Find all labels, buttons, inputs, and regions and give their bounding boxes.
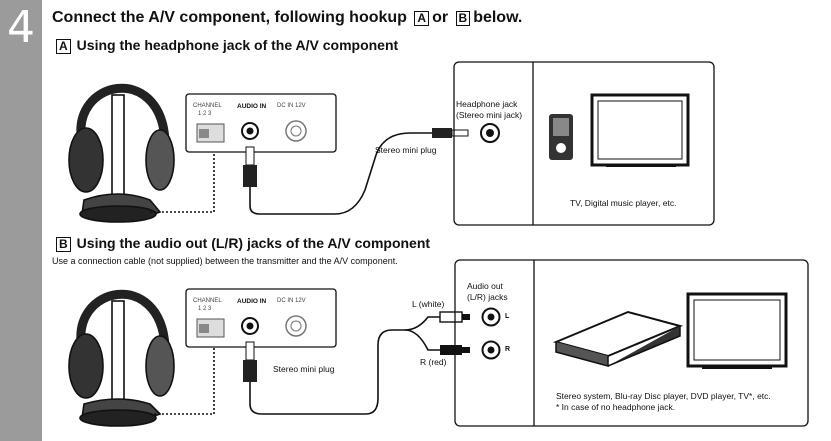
mini-plug-b-icon xyxy=(243,360,257,382)
dc-in-label-b: DC IN 12V xyxy=(277,298,306,304)
music-player-wheel-icon xyxy=(556,143,566,153)
dotted-link xyxy=(150,150,215,213)
rca-plug-l-icon xyxy=(439,311,463,323)
section-a-badge: A xyxy=(56,39,71,54)
device-caption-a: TV, Digital music player, etc. xyxy=(570,198,677,208)
jack-l-label: L xyxy=(505,313,510,320)
bluray-front-icon xyxy=(555,342,609,367)
dc-in-jack-a-icon xyxy=(285,120,307,142)
audio-in-jack-b-core-icon xyxy=(246,322,254,330)
section-b-note: Use a connection cable (not supplied) be… xyxy=(52,256,398,266)
device-caption-b2: * In case of no headphone jack. xyxy=(556,402,676,412)
channel-nums-b: 1 2 3 xyxy=(198,306,212,312)
section-b-badge: B xyxy=(56,237,71,252)
tv-b-screen-icon xyxy=(693,299,781,361)
switch-knob-a-icon xyxy=(199,129,209,138)
audio-in-label-b: AUDIO IN xyxy=(237,298,267,305)
rca-plug-r-icon xyxy=(440,345,462,355)
audio-out-l-core-icon xyxy=(487,313,495,321)
dotted-link-b xyxy=(150,342,215,415)
music-player-screen-icon xyxy=(553,118,569,136)
device-panel-b xyxy=(454,259,809,427)
mini-plug-a-icon xyxy=(243,165,257,187)
title-text: Connect the A/V component, following hoo… xyxy=(52,9,407,26)
rca-plug-l-tip-icon xyxy=(462,314,470,320)
audio-out-r-core-icon xyxy=(487,346,495,354)
headphone-stand-icon xyxy=(68,83,175,223)
cable-b-l xyxy=(404,316,440,331)
plug-label-b: Stereo mini plug xyxy=(273,364,335,374)
title-suffix: below. xyxy=(473,9,523,26)
dc-in-jack-b-icon xyxy=(285,315,307,337)
mini-plug-b-tip-icon xyxy=(245,341,255,361)
device-caption-b1: Stereo system, Blu-ray Disc player, DVD … xyxy=(556,391,771,401)
mini-plug-a2-tip-icon xyxy=(451,129,469,137)
audio-in-label-a: AUDIO IN xyxy=(237,103,267,110)
headphone-jack-label: Headphone jack xyxy=(456,99,518,109)
section-a-heading: A Using the headphone jack of the A/V com… xyxy=(56,37,398,54)
cable-a xyxy=(249,132,432,215)
headphone-jack-core-icon xyxy=(486,129,494,137)
step-title: Connect the A/V component, following hoo… xyxy=(52,9,522,27)
dc-in-label-a: DC IN 12V xyxy=(277,103,306,109)
dc-in-jack-b-ring-icon xyxy=(290,320,302,332)
device-panel-a xyxy=(453,61,715,226)
audio-out-label: Audio out xyxy=(467,281,503,291)
channel-label-a: CHANNEL xyxy=(193,103,222,109)
l-white-label: L (white) xyxy=(412,299,445,309)
step-bar: 4 xyxy=(0,0,42,441)
rca-plug-r-tip-icon xyxy=(462,347,470,353)
jack-r-label: R xyxy=(505,346,511,353)
audio-out-sub: (L/R) jacks xyxy=(467,292,508,302)
section-a-title: Using the headphone jack of the A/V comp… xyxy=(76,37,399,53)
title-badge-b: B xyxy=(455,11,471,26)
r-red-label: R (red) xyxy=(420,357,447,367)
bluray-side-icon xyxy=(607,326,681,367)
title-badge-a: A xyxy=(414,11,430,26)
mini-plug-a2-icon xyxy=(432,128,452,138)
tv-screen-icon xyxy=(597,100,683,160)
audio-in-jack-a-core-icon xyxy=(246,127,254,135)
switch-knob-b-icon xyxy=(199,324,209,333)
cable-b xyxy=(249,329,405,415)
channel-nums-a: 1 2 3 xyxy=(198,111,212,117)
channel-label-b: CHANNEL xyxy=(193,298,222,304)
plug-label-a: Stereo mini plug xyxy=(375,145,437,155)
headphone-stand-b-icon xyxy=(68,289,175,427)
section-b-title: Using the audio out (L/R) jacks of the A… xyxy=(76,235,431,251)
section-b-heading: B Using the audio out (L/R) jacks of the … xyxy=(56,235,430,252)
dc-in-jack-a-ring-icon xyxy=(290,125,302,137)
cable-b-r xyxy=(404,329,440,351)
title-or: or xyxy=(432,9,449,26)
headphone-jack-sub: (Stereo mini jack) xyxy=(456,110,523,120)
step-number: 4 xyxy=(7,2,35,53)
